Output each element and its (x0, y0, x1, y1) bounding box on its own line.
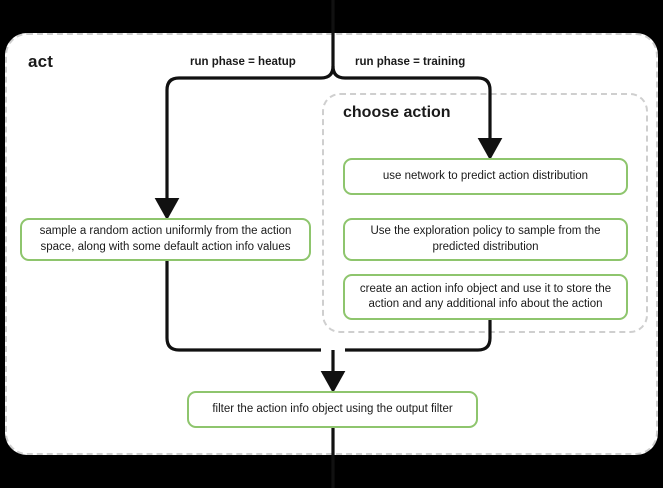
node-sample-random-action[interactable]: sample a random action uniformly from th… (20, 218, 311, 261)
choose-action-block-title: choose action (343, 104, 451, 121)
node-filter-output[interactable]: filter the action info object using the … (187, 391, 478, 428)
edge-label-run-phase-heatup: run phase = heatup (190, 56, 296, 68)
node-exploration-policy[interactable]: Use the exploration policy to sample fro… (343, 218, 628, 261)
edge-label-run-phase-training: run phase = training (355, 56, 466, 68)
act-block-title: act (28, 52, 54, 71)
node-create-action-info[interactable]: create an action info object and use it … (343, 274, 628, 320)
node-use-network-predict[interactable]: use network to predict action distributi… (343, 158, 628, 195)
